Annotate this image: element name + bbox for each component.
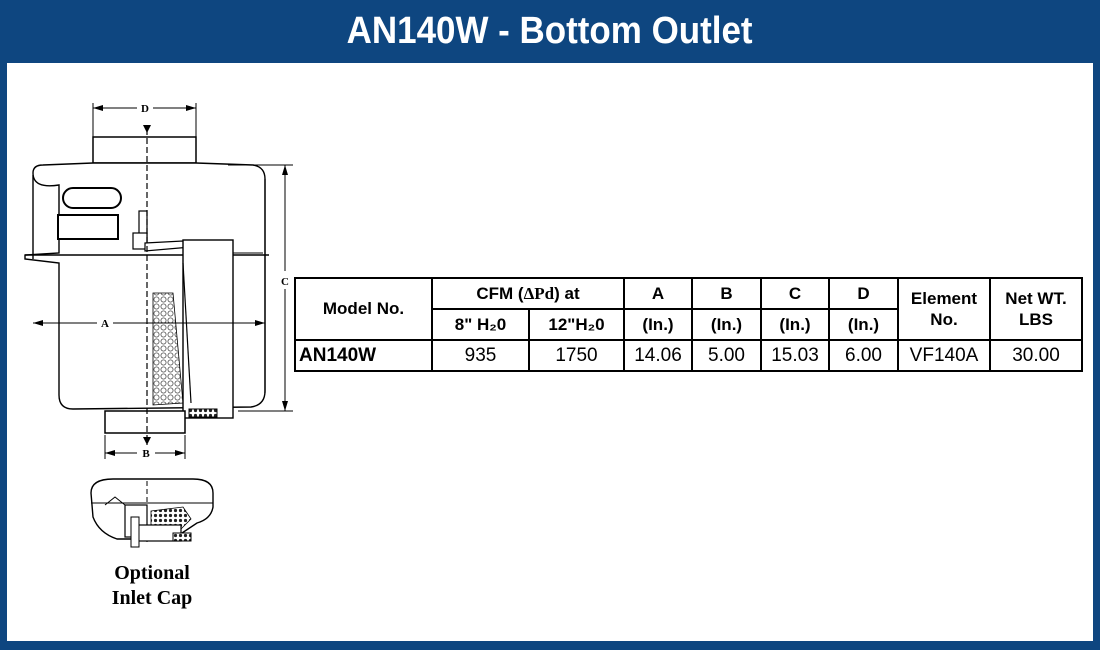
label-window-1: [62, 187, 122, 209]
product-drawing: D: [24, 103, 293, 548]
cell-model: AN140W: [294, 339, 433, 372]
cell-element: VF140A: [897, 339, 991, 372]
header-b: B: [691, 277, 762, 310]
cell-d: 6.00: [828, 339, 899, 372]
dimension-label-d: D: [141, 103, 149, 115]
header-b-unit: (In.): [691, 308, 762, 341]
dimension-label-a: A: [101, 318, 109, 330]
label-window-2: [57, 214, 119, 240]
header-a: A: [623, 277, 693, 310]
dimension-c: C: [228, 164, 293, 412]
caption-line-2: Inlet Cap: [111, 587, 193, 609]
header-weight: Net WT. LBS: [989, 277, 1083, 341]
page-title: AN140W - Bottom Outlet: [347, 9, 753, 52]
outlet-neck: [104, 410, 186, 434]
spec-table: Model No. CFM (ΔPd) at A B C D Element N…: [294, 277, 1083, 372]
header-cfm-symbol: ΔPd: [523, 283, 555, 303]
header-a-unit: (In.): [623, 308, 693, 341]
header-d-unit: (In.): [828, 308, 899, 341]
cell-b: 5.00: [691, 339, 762, 372]
inlet-neck: [92, 136, 197, 164]
header-element: Element No.: [897, 277, 991, 341]
inlet-cap-drawing: [90, 478, 214, 548]
dimension-b: B: [104, 435, 186, 460]
table-row: AN140W 935 1750 14.06 5.00 15.03 6.00 VF…: [294, 339, 1083, 372]
cell-weight: 30.00: [989, 339, 1083, 372]
cell-a: 14.06: [623, 339, 693, 372]
caption-line-1: Optional: [114, 562, 190, 584]
cell-c: 15.03: [760, 339, 830, 372]
cell-cfm-8: 935: [431, 339, 530, 372]
cell-cfm-12: 1750: [528, 339, 625, 372]
header-cfm-12: 12"H₂0: [528, 308, 625, 341]
dimension-label-b: B: [142, 448, 150, 460]
dimension-d: D: [92, 103, 197, 137]
header-cfm-suffix: ) at: [554, 283, 580, 303]
header-d: D: [828, 277, 899, 310]
content-panel: D: [6, 62, 1094, 642]
filter-media: [152, 292, 184, 406]
header-c: C: [760, 277, 830, 310]
header-element-line-2: No.: [930, 310, 958, 329]
header-cfm-prefix: CFM (: [476, 283, 524, 303]
header-element-line-1: Element: [910, 289, 978, 308]
title-bar: AN140W - Bottom Outlet: [0, 0, 1100, 62]
header-weight-line-1: Net WT.: [1005, 289, 1067, 308]
dimension-label-c: C: [281, 276, 289, 288]
header-model: Model No.: [294, 277, 433, 341]
dimension-a: A: [33, 318, 265, 330]
header-weight-line-2: LBS: [1019, 310, 1053, 329]
drawing-caption: Optional Inlet Cap: [67, 561, 237, 611]
header-cfm-8: 8" H₂0: [431, 308, 530, 341]
header-c-unit: (In.): [760, 308, 830, 341]
header-cfm: CFM (ΔPd) at: [431, 277, 625, 310]
